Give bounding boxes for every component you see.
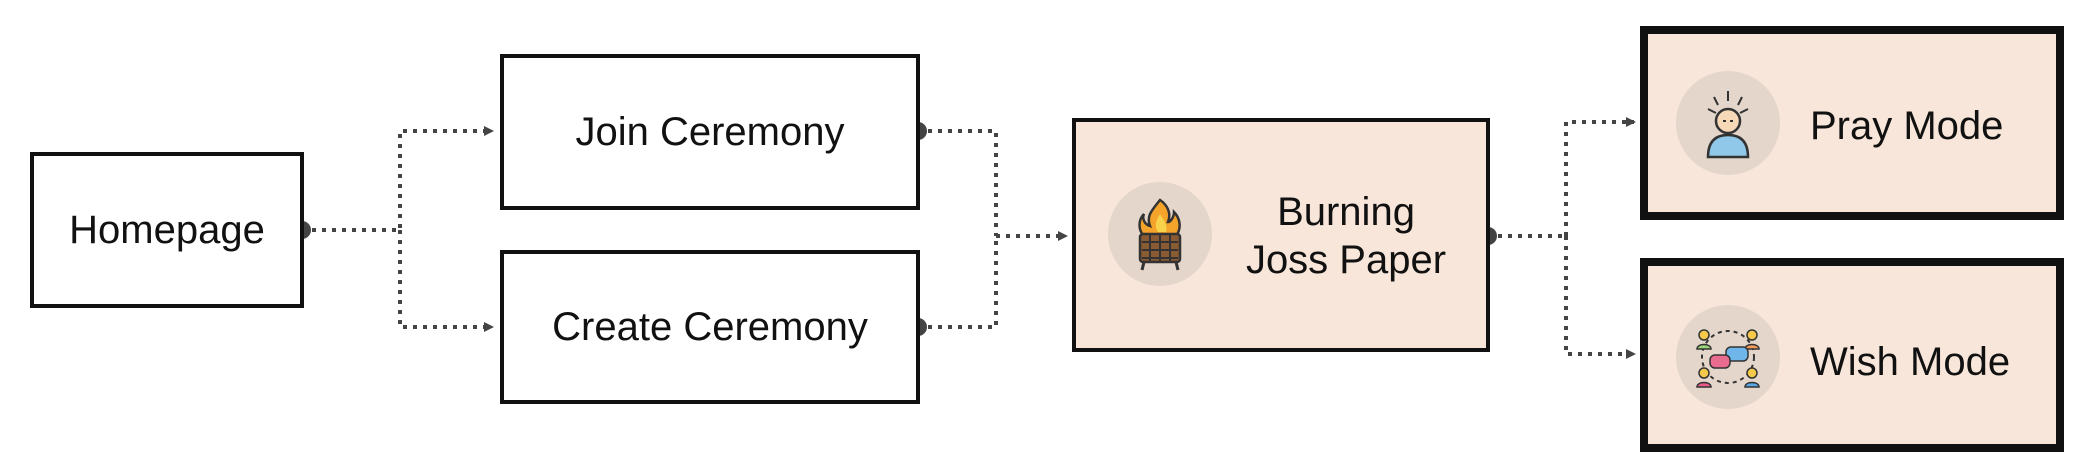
connector-homepage-join	[302, 126, 494, 232]
pray-mode-node: Pray Mode	[1640, 26, 2064, 220]
connector-create-burning	[918, 236, 998, 329]
join-ceremony-label: Join Ceremony	[575, 110, 845, 154]
praying-person-icon	[1706, 91, 1750, 159]
brazier-fire-icon	[1138, 198, 1182, 271]
wish-icon-circle	[1676, 305, 1780, 409]
connector-burning-wish	[1564, 236, 1636, 359]
burning-label-line1: Burning	[1277, 190, 1415, 234]
create-ceremony-label: Create Ceremony	[552, 305, 868, 349]
pray-mode-label: Pray Mode	[1810, 104, 2004, 148]
burning-label-line2: Joss Paper	[1245, 238, 1447, 282]
join-ceremony-node: Join Ceremony	[500, 54, 920, 210]
wish-mode-node: Wish Mode	[1640, 258, 2064, 452]
burning-icon-circle	[1108, 182, 1212, 286]
group-chat-icon	[1696, 329, 1760, 388]
burning-joss-paper-node: Burning Joss Paper	[1072, 118, 1490, 352]
connector-burning-pray	[1564, 117, 1636, 236]
create-ceremony-node: Create Ceremony	[500, 250, 920, 404]
wish-mode-label: Wish Mode	[1810, 340, 2011, 384]
connector-join-burning	[918, 129, 998, 236]
burning-joss-paper-label: Burning Joss Paper	[1226, 188, 1466, 284]
pray-icon-circle	[1676, 71, 1780, 175]
homepage-label: Homepage	[69, 208, 265, 252]
homepage-node: Homepage	[30, 152, 304, 308]
connector-homepage-create	[398, 230, 494, 332]
